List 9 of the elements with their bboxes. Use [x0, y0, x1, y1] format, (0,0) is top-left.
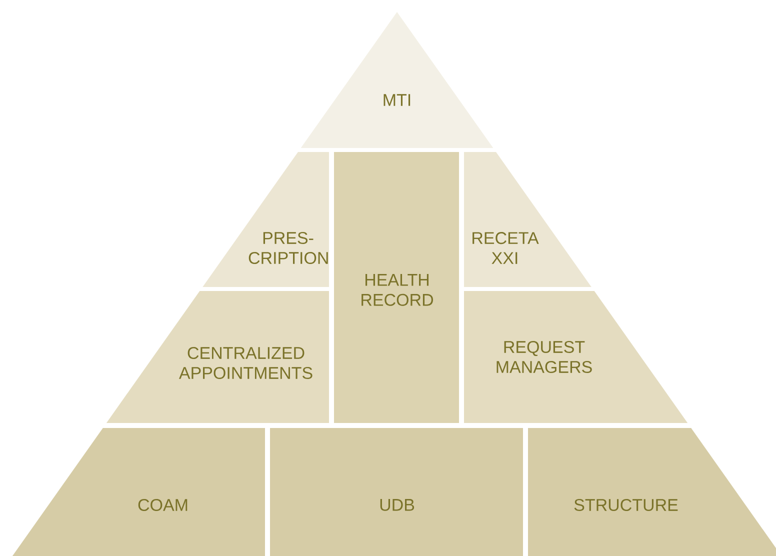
- pyramid-segment: COAM: [10, 428, 265, 556]
- pyramid-segment: MTI: [300, 12, 494, 148]
- pyramid-segment: HEALTH RECORD: [334, 152, 459, 423]
- pyramid-segment: STRUCTURE: [528, 428, 776, 556]
- pyramid-segment: PRES- CRIPTION: [202, 152, 329, 287]
- pyramid-segment: CENTRALIZED APPOINTMENTS: [106, 290, 329, 423]
- pyramid-segment: UDB: [270, 428, 523, 556]
- pyramid-segment: RECETA XXI: [464, 152, 592, 287]
- pyramid-segment: REQUEST MANAGERS: [464, 290, 688, 423]
